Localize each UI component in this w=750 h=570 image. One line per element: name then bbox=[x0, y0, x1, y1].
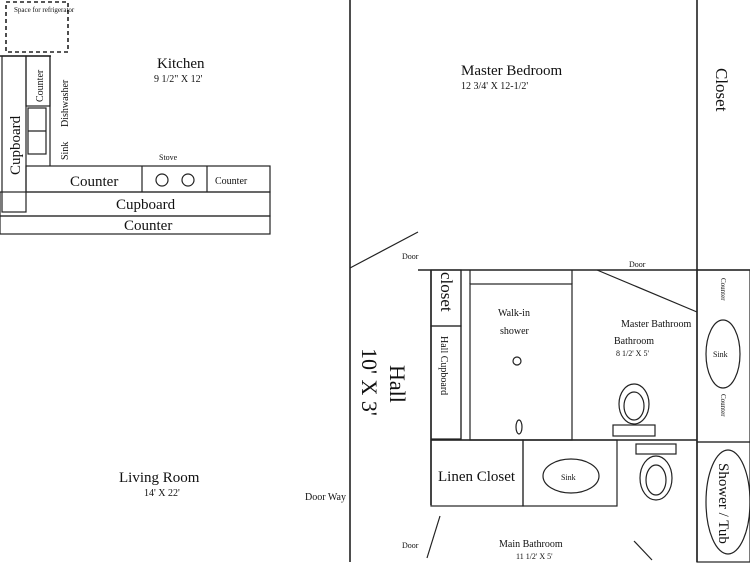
toilet-main-bowl bbox=[639, 455, 673, 501]
hall-name: Hall bbox=[385, 365, 410, 403]
hall-dims: 10' X 3' bbox=[357, 348, 382, 416]
vanity-sink-label: Sink bbox=[713, 350, 728, 359]
door-master-bath-label: Door bbox=[629, 260, 646, 269]
vanity-counter-bottom: Counter bbox=[719, 394, 727, 417]
cupboard-vertical bbox=[1, 55, 27, 213]
counter-left-label: Counter bbox=[70, 174, 118, 190]
dishwasher-label: Dishwasher bbox=[60, 79, 71, 127]
vanity-sink bbox=[705, 319, 741, 389]
cupboard-long-label: Cupboard bbox=[116, 197, 176, 213]
stove-burner-right bbox=[181, 173, 195, 187]
hall-cupboard-label: Hall Cupboard bbox=[438, 336, 449, 395]
shower-tub-label: Shower / Tub bbox=[715, 463, 731, 544]
toilet-master-bowl bbox=[618, 383, 650, 425]
master-bathroom-sub: Bathroom bbox=[614, 336, 654, 347]
toilet-master-inner bbox=[623, 391, 645, 421]
vanity-counter-top: Counter bbox=[719, 278, 727, 301]
doorway-label: Door Way bbox=[305, 492, 346, 503]
main-bathroom-dims: 11 1/2' X 5' bbox=[516, 552, 553, 561]
sink-label: Sink bbox=[60, 142, 71, 160]
refrigerator-space bbox=[5, 1, 69, 53]
closet-small-label: closet bbox=[437, 272, 456, 312]
living-room-dims: 14' X 22' bbox=[144, 488, 180, 499]
bath-sink bbox=[542, 458, 600, 494]
refrigerator-label: Space for refrigerator bbox=[14, 6, 75, 14]
shower-head bbox=[515, 419, 523, 435]
master-bathroom-name: Master Bathroom bbox=[621, 319, 691, 330]
counter-vertical-label: Counter bbox=[35, 69, 46, 102]
main-bath-corner bbox=[633, 540, 653, 561]
bath-sink-counter bbox=[522, 439, 618, 507]
shower-drain bbox=[512, 356, 522, 366]
kitchen-dims: 9 1/2" X 12' bbox=[154, 74, 203, 85]
counter-long-label: Counter bbox=[124, 218, 172, 234]
bath-sink-label: Sink bbox=[561, 473, 576, 482]
toilet-main-inner bbox=[645, 464, 667, 496]
master-bath-door-swing bbox=[596, 269, 698, 313]
shower-tub bbox=[696, 441, 750, 563]
door-hall-label: Door bbox=[402, 252, 419, 261]
counter-right-label: Counter bbox=[215, 176, 248, 187]
hall-door-swing bbox=[349, 231, 419, 269]
master-bathroom-dims: 8 1/2' X 5' bbox=[616, 349, 649, 358]
counter-long bbox=[0, 215, 271, 235]
toilet-main-tank bbox=[635, 443, 677, 455]
master-bedroom-dims: 12 3/4' X 12-1/2' bbox=[461, 81, 528, 92]
cupboard-vertical-label: Cupboard bbox=[8, 115, 24, 175]
main-bathroom-name: Main Bathroom bbox=[499, 539, 563, 550]
linen-closet-label: Linen Closet bbox=[438, 469, 516, 485]
walk-in-shower-label: Walk-in shower bbox=[498, 308, 532, 337]
shower-tub-basin bbox=[705, 449, 750, 555]
stove-burner-left bbox=[155, 173, 169, 187]
master-bedroom-name: Master Bedroom bbox=[461, 63, 563, 79]
closet-right-label: Closet bbox=[712, 68, 731, 112]
door-main-bath-label: Door bbox=[402, 541, 419, 550]
kitchen-name: Kitchen bbox=[157, 56, 205, 72]
stove-label: Stove bbox=[159, 153, 178, 162]
main-bath-door-swing bbox=[426, 515, 441, 559]
living-room-name: Living Room bbox=[119, 470, 200, 486]
toilet-master-tank bbox=[612, 424, 656, 437]
